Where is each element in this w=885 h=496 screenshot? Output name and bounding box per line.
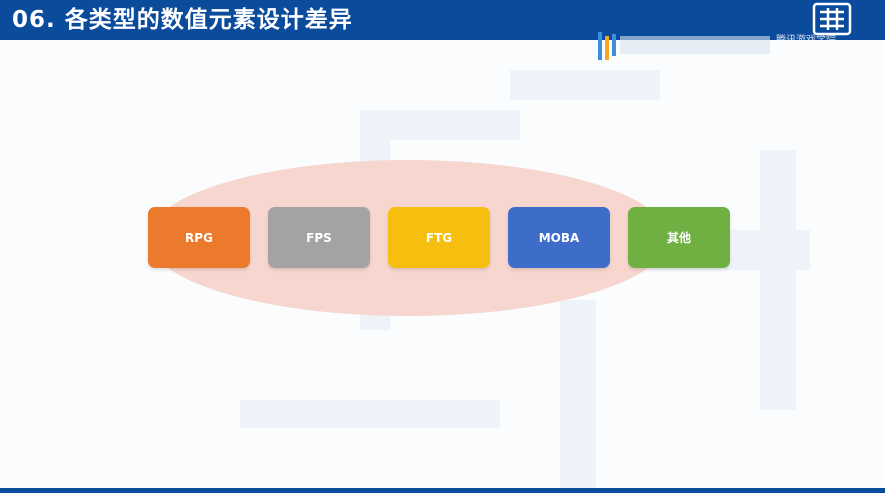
logo-icon [812, 2, 852, 36]
watermark-shape [760, 150, 796, 410]
slide-title: 06. 各类型的数值元素设计差异 [12, 4, 353, 36]
category-box-4: MOBA [508, 207, 610, 268]
slide-title-text: 各类型的数值元素设计差异 [64, 7, 353, 33]
category-box-3: FTG [388, 207, 490, 268]
slide-header: 06. 各类型的数值元素设计差异 [0, 0, 885, 40]
footer-line [0, 488, 885, 493]
watermark-shape [560, 300, 596, 490]
category-box-2: FPS [268, 207, 370, 268]
category-box-5: 其他 [628, 207, 730, 268]
category-box-1: RPG [148, 207, 250, 268]
slide-number: 06. [12, 7, 56, 33]
decorative-bars-icon [598, 32, 770, 60]
watermark-shape [240, 400, 500, 428]
brand-caption: 腾讯游戏学院 [776, 35, 836, 46]
watermark-shape [510, 70, 660, 100]
